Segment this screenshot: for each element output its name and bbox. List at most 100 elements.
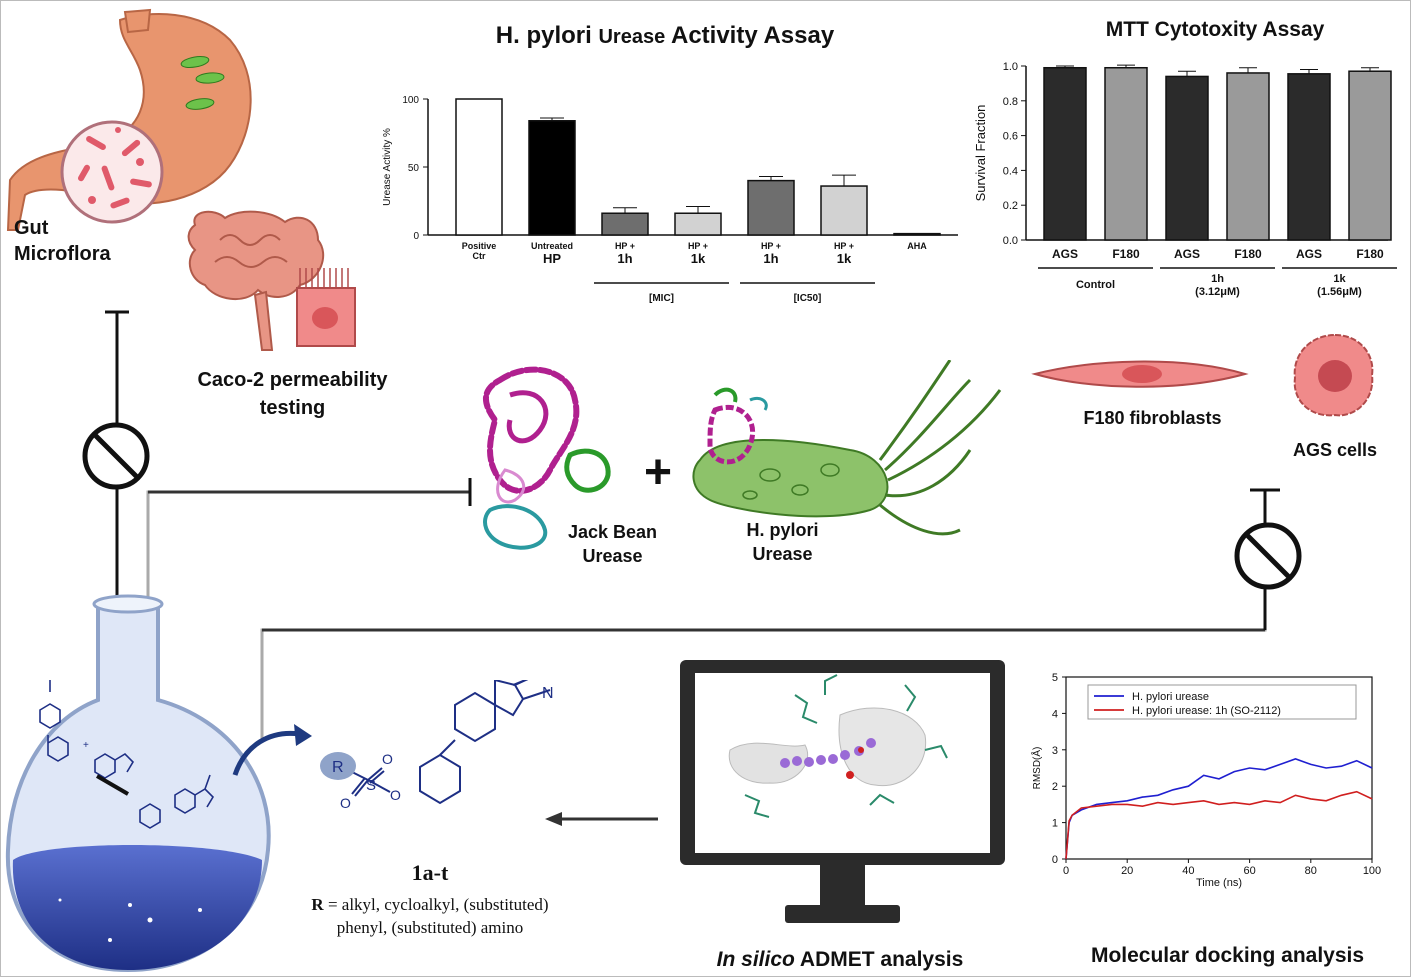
x-tick-label: HP +	[688, 241, 708, 251]
group-label: [IC50]	[794, 293, 822, 304]
svg-text:O: O	[382, 751, 393, 767]
x-tick-label: 80	[1305, 865, 1317, 877]
group-label: (3.12μM)	[1195, 286, 1240, 298]
x-tick-label: Untreated	[531, 241, 573, 251]
y-tick-label: 0.0	[1003, 235, 1018, 247]
inhibition-symbol-right	[1234, 522, 1302, 590]
urease-chart-title: H. pylori Urease Activity Assay	[495, 22, 835, 49]
flask-to-product-arrow	[232, 724, 312, 776]
group-label: 1k	[1333, 273, 1346, 285]
gut-microflora-label: Gut Microflora	[14, 217, 111, 265]
x-tick-label: 1h	[617, 251, 632, 266]
mtt-chart-title: MTT Cytotoxity Assay	[1105, 18, 1325, 41]
hpylori-urease-label: H. pylori Urease	[746, 520, 819, 564]
bar	[1226, 72, 1270, 241]
gut-illustration	[6, 8, 356, 351]
group-label: [MIC]	[649, 293, 674, 304]
bar	[820, 185, 868, 236]
x-tick-label: AGS	[1296, 247, 1322, 261]
r-definition: R = alkyl, cycloalkyl, (substituted) phe…	[311, 895, 549, 937]
x-tick-label: 0	[1063, 865, 1069, 877]
y-tick-label: 4	[1052, 708, 1058, 720]
f180-fibroblast-icon	[1031, 360, 1249, 388]
y-tick-label: 1	[1052, 818, 1058, 830]
x-tick-label: HP +	[615, 241, 635, 251]
y-tick-label: 50	[408, 163, 420, 174]
protein-illustration: +	[483, 360, 1002, 550]
bar	[893, 232, 941, 236]
y-tick-label: 0	[1052, 854, 1058, 866]
jack-bean-urease-label: Jack Bean Urease	[567, 522, 658, 566]
y-tick-label: 0.2	[1003, 200, 1018, 212]
inhibition-symbol-left	[82, 422, 150, 490]
ags-label: AGS cells	[1292, 440, 1378, 460]
compound-structure-icon: R S O O O N	[320, 680, 554, 811]
microflora-magnified-icon	[60, 120, 164, 224]
svg-text:O: O	[390, 787, 401, 803]
x-tick-label: F180	[1234, 247, 1262, 261]
y-tick-label: 3	[1052, 745, 1058, 757]
legend-box	[1087, 684, 1357, 720]
series-line	[1065, 790, 1373, 860]
x-tick-label: HP +	[761, 241, 781, 251]
x-tick-label: 100	[1363, 865, 1381, 877]
x-tick-label: AHA	[907, 241, 927, 251]
x-tick-label: 1h	[763, 251, 778, 266]
y-tick-label: 0.4	[1003, 165, 1018, 177]
x-tick-label: 20	[1121, 865, 1133, 877]
docking-label: Molecular docking analysis	[1090, 944, 1365, 967]
svg-text:+: +	[83, 740, 89, 751]
caco2-label: Caco-2 permeability testing	[197, 369, 388, 419]
y-tick-label: 2	[1052, 781, 1058, 793]
y-tick-label: 0.8	[1003, 96, 1018, 108]
y-tick-label: 100	[402, 95, 419, 106]
bar	[1104, 66, 1148, 241]
svg-text:S: S	[366, 777, 376, 794]
group-label: 1h	[1211, 273, 1224, 285]
y-axis-label: Urease Activity %	[382, 128, 393, 206]
y-tick-label: 1.0	[1003, 61, 1018, 73]
f180-label: F180 fibroblasts	[1083, 408, 1222, 428]
bar	[1348, 70, 1392, 241]
bar	[601, 212, 649, 236]
bar	[1287, 73, 1331, 241]
compound-id: 1a-t	[411, 860, 449, 885]
bar	[747, 179, 795, 236]
reaction-flask-icon: +	[5, 594, 271, 973]
x-tick-label: Positive	[462, 241, 497, 251]
caco2-cell-icon	[296, 268, 356, 347]
x-tick-label: 40	[1182, 865, 1194, 877]
svg-text:R: R	[332, 759, 344, 776]
bar	[1165, 75, 1209, 241]
x-tick-label: AGS	[1174, 247, 1200, 261]
bar	[455, 98, 503, 236]
y-tick-label: 0	[413, 231, 419, 242]
x-tick-label: F180	[1112, 247, 1140, 261]
x-tick-label: HP	[543, 251, 561, 266]
x-tick-label: AGS	[1052, 247, 1078, 261]
x-tick-label: 1k	[691, 251, 706, 266]
hpylori-bacterium-icon	[692, 360, 1002, 536]
monitor-icon	[680, 660, 1005, 923]
admet-label: In silico ADMET analysis	[716, 948, 964, 971]
bar	[1043, 66, 1087, 241]
x-tick-label: 60	[1243, 865, 1255, 877]
cells-illustration	[1031, 333, 1374, 417]
jack-bean-urease-structure-icon	[483, 366, 611, 550]
group-label: (1.56μM)	[1317, 286, 1362, 298]
svg-text:N: N	[542, 685, 554, 702]
flask-reactants-icon	[39, 680, 215, 829]
x-axis-label: Time (ns)	[1196, 877, 1242, 889]
ags-cell-icon	[1293, 333, 1374, 417]
plus-sign: +	[644, 446, 672, 499]
x-tick-label: HP +	[834, 241, 854, 251]
legend-entry: H. pylori urease	[1132, 691, 1209, 703]
x-tick-label: Ctr	[473, 251, 486, 261]
y-axis-label: RMSD(Å)	[1030, 747, 1043, 790]
legend-entry: H. pylori urease: 1h (SO-2112)	[1132, 705, 1281, 717]
svg-text:O: O	[340, 795, 351, 811]
series-line	[1065, 758, 1373, 860]
